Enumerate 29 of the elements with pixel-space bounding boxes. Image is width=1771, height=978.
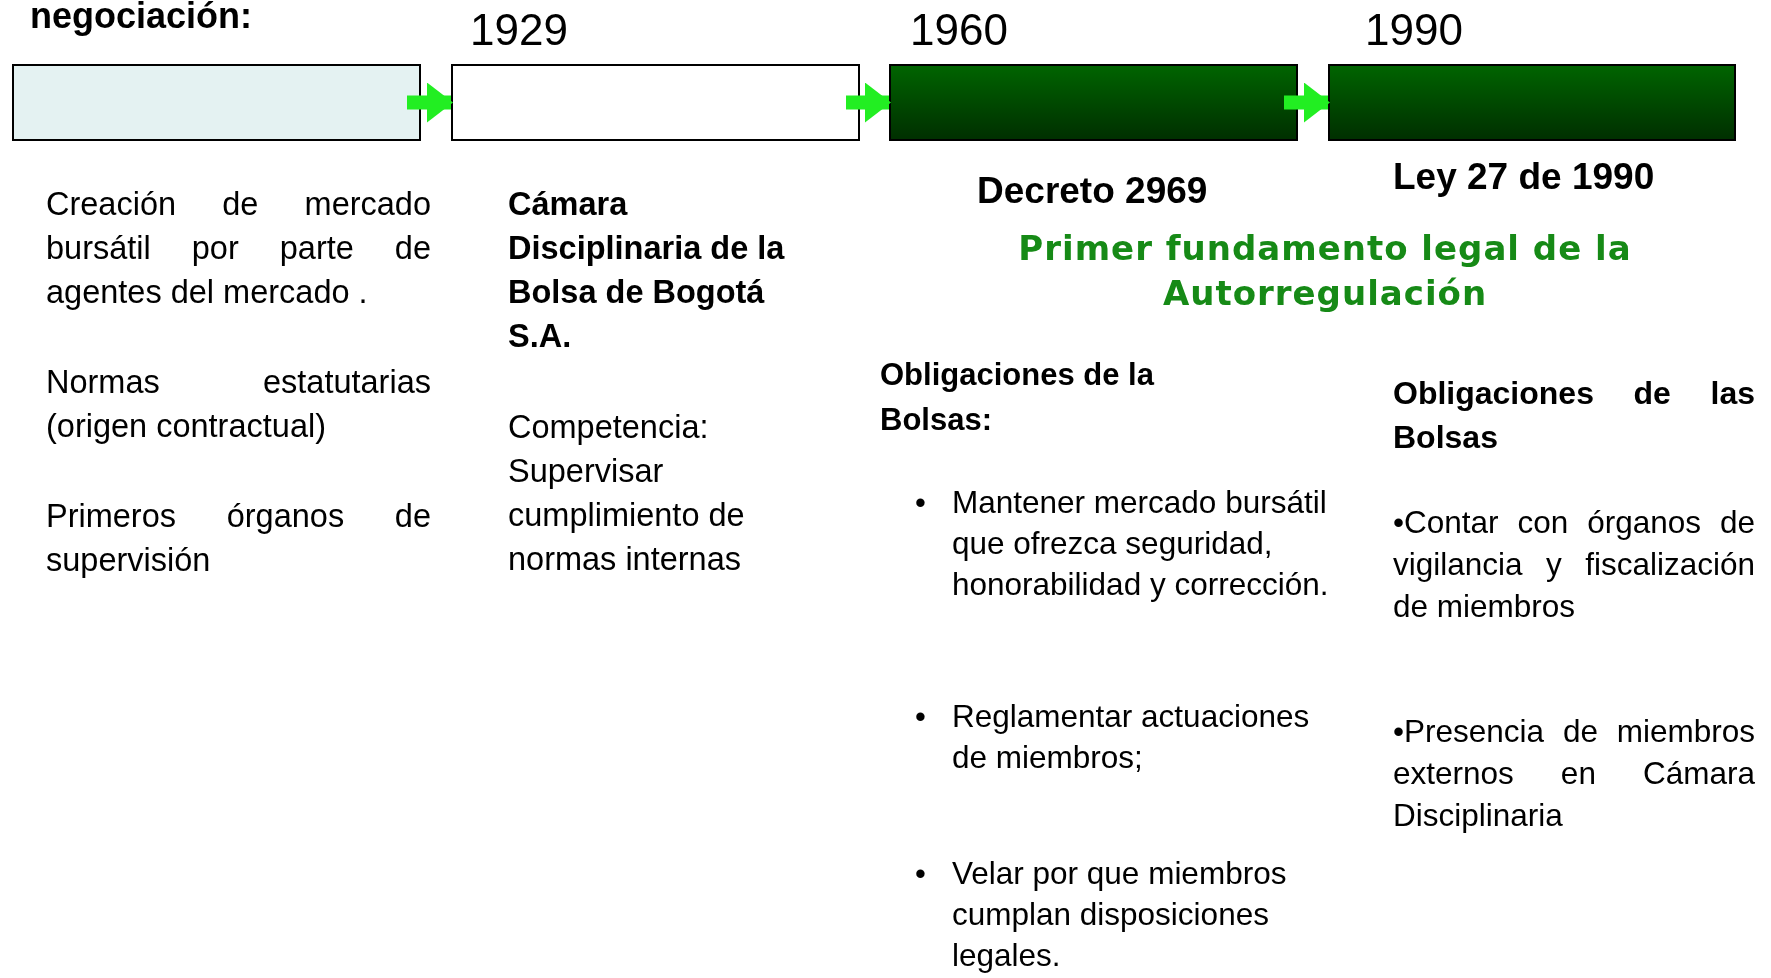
description-text: Primeros órganos de supervisión [46, 497, 431, 580]
bullet-marker: • [915, 855, 927, 893]
year-label: 1960 [910, 4, 1009, 56]
bullet-item: Mantener mercado bursátil que ofrezca seguridad, honorabilidad y corrección. [952, 483, 1330, 604]
bullet-item: •Contar con órganos de vigilancia y fiscalización de miembros [1393, 503, 1755, 626]
year-label: 1990 [1365, 4, 1464, 56]
subtitle-text: Primer fundamento legal de la Autorregulación [1017, 227, 1633, 315]
arrow [846, 82, 891, 123]
section-heading: Obligaciones de la Bolsas: [880, 356, 1156, 439]
law-heading: Ley 27 de 1990 [1393, 155, 1656, 199]
timeline-bar [1328, 64, 1736, 141]
arrow [1284, 82, 1330, 123]
section-heading: Obligaciones de las Bolsas [1393, 374, 1755, 457]
timeline-bar [451, 64, 860, 141]
bullet-marker: • [915, 698, 927, 736]
description-text: Competencia: Supervisar cumplimiento de normas internas [508, 408, 746, 579]
bullet-item: •Presencia de miembros externos en Cámara Disciplinaria [1393, 712, 1755, 835]
description-text: Normas estatutarias (origen contractual) [46, 363, 431, 446]
arrow [407, 82, 453, 123]
bullet-item: Reglamentar actuaciones de miembros; [952, 697, 1311, 777]
year-label: 1929 [470, 4, 569, 56]
description-text: Creación de mercado bursátil por parte de agentes del mercado . [46, 185, 431, 312]
bullet-item: Velar por que miembros cumplan disposiciones legales. [952, 854, 1288, 975]
timeline-bar [889, 64, 1298, 141]
timeline-bar [12, 64, 421, 141]
bullet-marker: • [915, 484, 927, 522]
title-text: negociación: [30, 0, 253, 36]
institution-heading: Cámara Disciplinaria de la Bolsa de Bogotá S.A. [508, 185, 786, 356]
decree-heading: Decreto 2969 [977, 169, 1209, 213]
